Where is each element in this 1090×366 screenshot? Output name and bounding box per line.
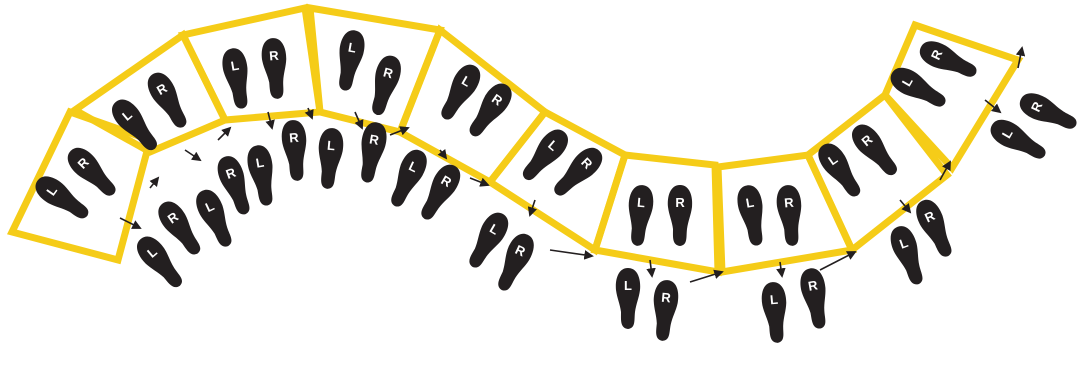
step-arrow-2 (150, 178, 158, 188)
shoe-sole-icon (911, 196, 959, 262)
left-foot-label: L (769, 292, 778, 308)
right-foot-8: R (775, 184, 805, 247)
left-foot-label: L (624, 278, 632, 293)
right-foot-7: R (668, 185, 692, 246)
shoe-sole-icon (625, 184, 655, 247)
step-box-7 (595, 155, 718, 272)
right-foot-9: R (846, 119, 904, 181)
shoe-sole-icon (798, 266, 833, 330)
left-foot-19: L (886, 223, 930, 289)
step-arrow-4 (218, 128, 230, 140)
right-foot-13: R (280, 119, 310, 182)
shoe-sole-icon (775, 184, 805, 247)
right-foot-17: R (650, 279, 680, 342)
shoe-sole-icon (886, 223, 930, 289)
right-foot-label: R (675, 195, 685, 210)
left-foot-label: L (636, 195, 645, 211)
step-arrow-12 (550, 250, 592, 256)
shoe-sole-icon (365, 53, 404, 118)
shoe-sole-icon (220, 46, 255, 110)
right-foot-2: R (142, 68, 194, 133)
left-foot-8: L (735, 183, 770, 247)
shoe-sole-icon (1016, 88, 1082, 136)
shoe-sole-icon (245, 143, 280, 207)
right-foot-18: R (798, 266, 833, 330)
right-foot-14: R (355, 120, 390, 184)
right-foot-1: R (62, 142, 122, 202)
step-arrow-14 (690, 272, 722, 282)
shoe-sole-icon (62, 142, 122, 202)
shoe-sole-icon (355, 120, 390, 184)
shoe-sole-icon (735, 183, 770, 247)
shoe-sole-icon (650, 279, 680, 342)
left-foot-17: L (616, 268, 640, 329)
left-foot-18: L (760, 281, 790, 344)
step-box-1 (12, 112, 150, 260)
left-foot-3: L (220, 46, 255, 110)
right-foot-3: R (260, 37, 290, 100)
step-box-3 (183, 8, 320, 120)
shoe-sole-icon (986, 114, 1051, 166)
shoe-sole-icon (260, 37, 290, 100)
shoe-sole-icon (333, 28, 368, 92)
left-foot-7: L (625, 184, 655, 247)
shoe-sole-icon (846, 119, 904, 181)
shoe-sole-icon (280, 119, 310, 182)
right-foot-4: R (365, 53, 404, 118)
shoe-sole-icon (142, 68, 194, 133)
left-foot-15: L (384, 146, 432, 212)
shoe-sole-icon (760, 281, 790, 344)
shoe-sole-icon (384, 146, 432, 212)
step-arrow-3 (185, 150, 200, 160)
left-foot-13: L (245, 143, 280, 207)
left-foot-label: L (326, 138, 335, 154)
shoe-sole-icon (315, 127, 345, 190)
right-foot-20: R (1016, 88, 1082, 136)
left-foot-20: L (986, 114, 1051, 166)
left-foot-4: L (333, 28, 368, 92)
right-foot-19: R (911, 196, 959, 262)
step-box-10 (885, 25, 1018, 168)
left-foot-14: L (315, 127, 345, 190)
